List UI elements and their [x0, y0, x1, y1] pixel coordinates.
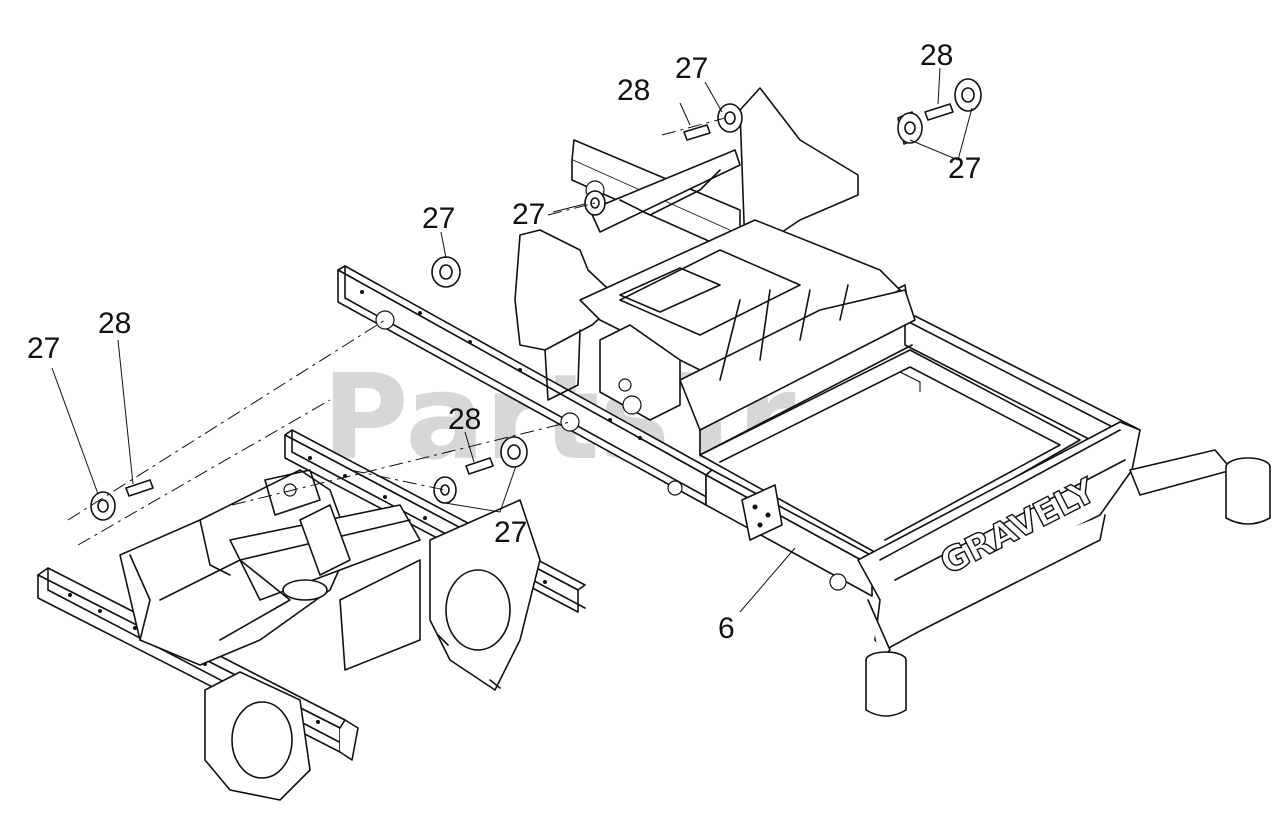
callout-27-center: 27: [494, 516, 527, 549]
pin-28[interactable]: [125, 479, 154, 497]
bushing-pin-set-left[interactable]: [90, 479, 154, 521]
callout-27-top-right: 27: [948, 152, 981, 185]
callout-leaders: [51, 67, 973, 613]
callout-27-mid-b: 27: [422, 202, 455, 235]
callout-28-top-right: 28: [920, 39, 953, 72]
bushing-pin-set-top[interactable]: [683, 103, 743, 141]
main-frame-assembly[interactable]: GRAVELY: [337, 87, 1271, 717]
callout-28-top: 28: [617, 74, 650, 107]
callout-6-frame: 6: [718, 612, 735, 645]
rear-subframe-assembly[interactable]: [37, 429, 586, 801]
pin-28[interactable]: [924, 103, 954, 121]
bushing-pin-set-center[interactable]: [433, 436, 528, 504]
pin-28[interactable]: [465, 457, 494, 475]
callout-27-mid-a: 27: [512, 198, 545, 231]
pin-28[interactable]: [683, 124, 711, 141]
assembly-centerlines: [67, 117, 726, 546]
callout-27-top: 27: [675, 52, 708, 85]
rail-bushing-hole: [375, 310, 395, 330]
bushing-pin-set-top-right[interactable]: [897, 78, 982, 145]
callout-27-left: 27: [27, 332, 60, 365]
drive-motor-opening: [445, 569, 511, 651]
rail-bushing-hole: [560, 412, 580, 432]
callout-28-left: 28: [98, 307, 131, 340]
drive-motor-opening: [231, 701, 293, 779]
callout-28-center: 28: [448, 403, 481, 436]
